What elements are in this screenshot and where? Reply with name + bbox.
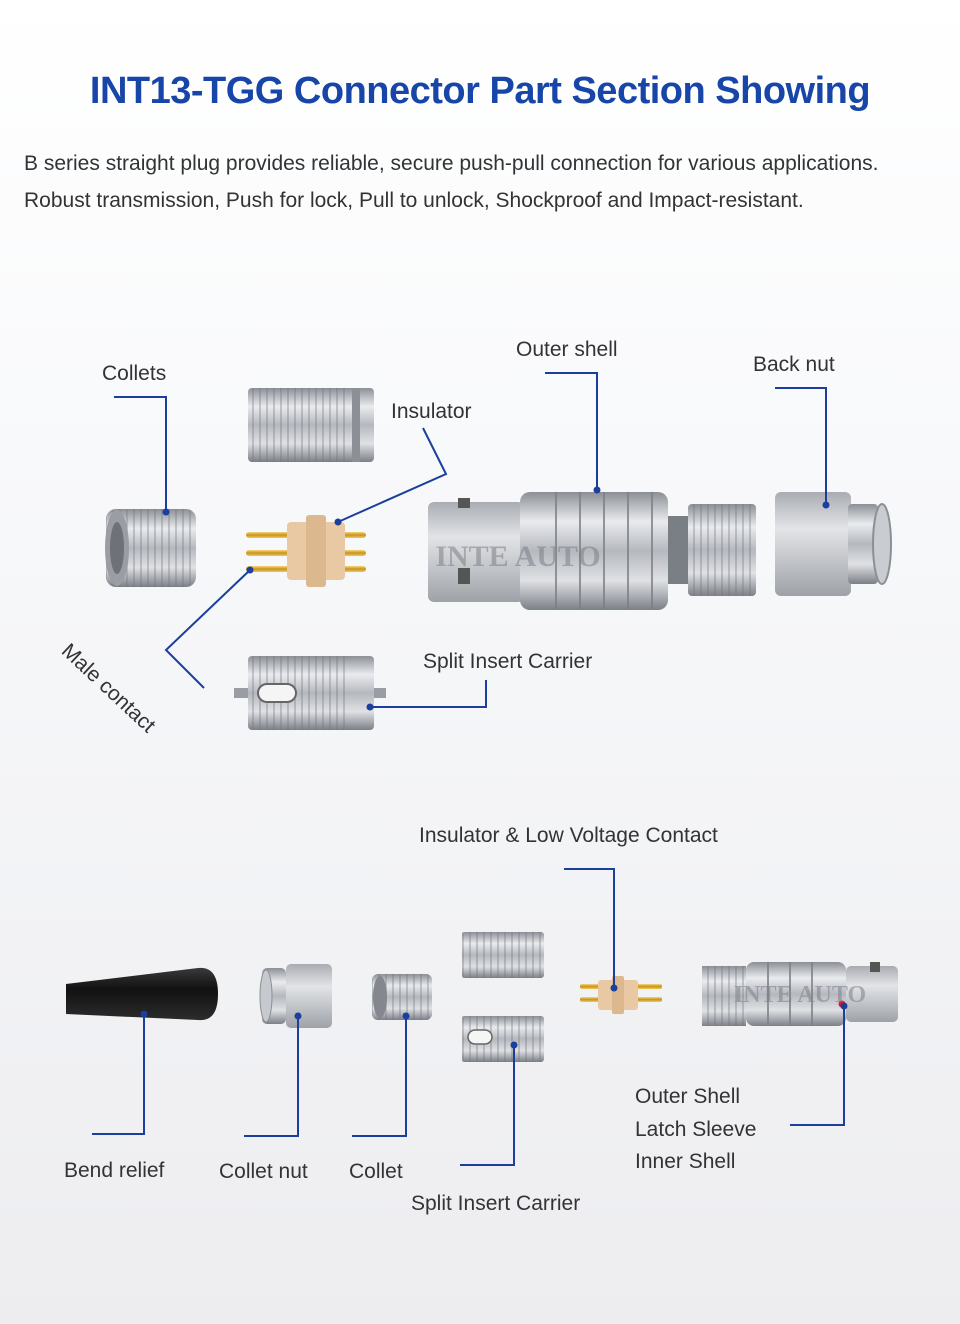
label-collet: Collet [349,1160,403,1183]
section1-leader-lines [114,372,827,708]
section2-leader-lines [92,868,845,1166]
bend-relief-part [66,967,218,1021]
collet-nut-part [259,964,332,1028]
description-line-2: Robust transmission, Push for lock, Pull… [24,189,804,212]
collet-holder-part [248,388,374,462]
split-insert-carrier-part [234,656,386,730]
page-title: INT13-TGG Connector Part Section Showing [89,70,871,112]
split-carrier-bottom-part [462,1016,544,1062]
label-collets: Collets [102,362,167,385]
label-latch-sleeve: Latch Sleeve [635,1118,757,1141]
description-line-1: B series straight plug provides reliable… [24,152,879,175]
label-split-insert-carrier-2: Split Insert Carrier [411,1192,581,1215]
insulator-part [246,515,366,587]
watermark-1: INTE AUTO [435,540,600,573]
split-carrier-top-part [462,932,544,978]
outer-shell-assembly-part: INTE AUTO [702,962,898,1026]
collets-part [105,509,196,587]
collet-part [372,974,432,1020]
label-inner-shell: Inner Shell [635,1150,736,1173]
back-nut-part [775,492,892,596]
insulator-lv-contact-part [580,976,662,1014]
label-insulator: Insulator [391,400,472,423]
label-collet-nut: Collet nut [219,1160,308,1183]
label-outer-shell: Outer shell [516,338,618,361]
label-bend-relief: Bend relief [64,1159,165,1182]
section1-leader-dots [162,486,830,711]
section2-leader-dots [140,984,848,1049]
label-insulator-lv-contact: Insulator & Low Voltage Contact [419,824,718,847]
label-back-nut: Back nut [753,353,835,376]
label-outer-shell-2: Outer Shell [635,1085,741,1108]
label-split-insert-carrier-1: Split Insert Carrier [423,650,593,673]
outer-shell-part: INTE AUTO [428,492,756,610]
